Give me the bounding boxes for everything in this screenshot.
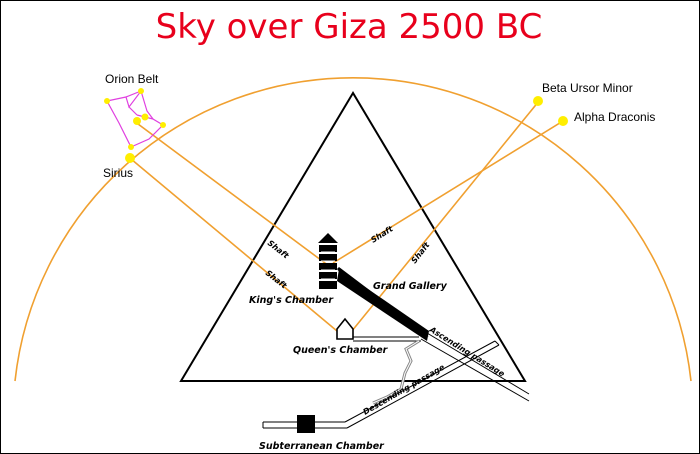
orion-star-3 [141,113,149,121]
beta-ursa-minor-label: Beta Ursor Minor [542,81,633,95]
sirius-label: Sirius [103,166,133,180]
descending-passage [344,340,500,429]
diagram-title: Sky over Giza 2500 BC [156,7,543,47]
orion-constellation [104,88,166,150]
descending-passage-label: Descending passage [362,362,447,416]
ascending-passage [420,332,530,402]
orion-star-1 [104,98,110,104]
kings-chamber-label: King's Chamber [249,295,334,306]
beta-ursa-minor-star [533,96,543,106]
well-shaft-inner [372,340,420,404]
subterranean-chamber [262,415,347,433]
orion-belt-star [133,117,141,125]
horizontal-passage [353,336,421,342]
shaft-label-kings-south: Shaft [266,238,292,261]
orion-star-5 [128,144,134,150]
queens-chamber-label: Queen's Chamber [293,345,389,356]
sky-arc [14,77,692,382]
pyramid-outline [179,91,527,382]
sirius-star [125,153,135,163]
grand-gallery-label: Grand Gallery [373,281,448,292]
kings-chamber [318,233,338,289]
grand-gallery-fill [337,269,429,341]
orion-star-4 [160,122,166,128]
kings-south-shaft [133,120,334,270]
orion-belt-label: Orion Belt [105,72,159,86]
alpha-draconis-star [558,116,568,126]
orion-star-2 [138,88,144,94]
queens-chamber [336,317,354,340]
alpha-draconis-label: Alpha Draconis [574,110,655,124]
shaft-label-queens-north: Shaft [409,240,432,266]
queens-south-shaft [130,158,344,337]
subterranean-chamber-label: Subterranean Chamber [259,441,385,452]
kings-north-shaft [332,120,564,264]
